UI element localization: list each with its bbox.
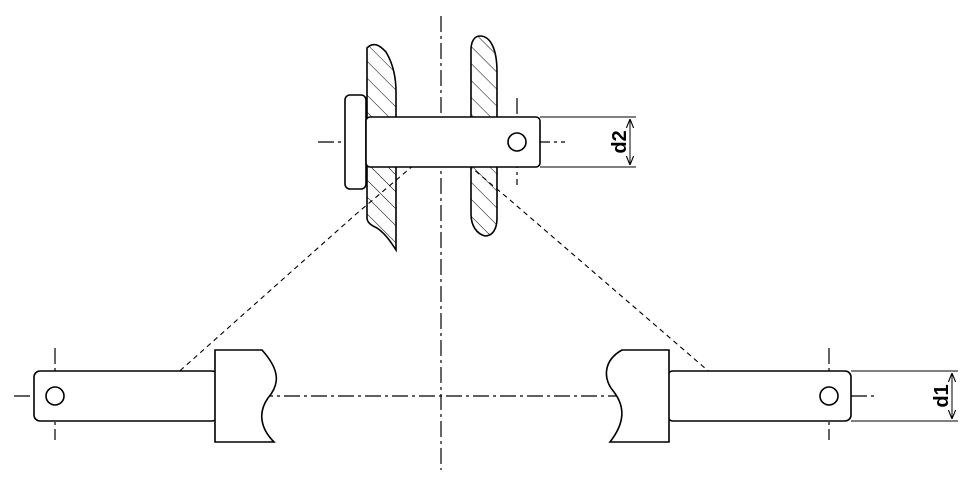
right-arm-hole (819, 386, 839, 406)
right-arm-rod (666, 370, 852, 422)
top-pin-head (344, 94, 367, 190)
d2-label: d2 (609, 130, 631, 153)
left-arm-hole (45, 386, 65, 406)
left-arm-rod (33, 370, 219, 422)
right-arm-clamp (605, 349, 670, 443)
dimension-d2: d2 (540, 116, 636, 168)
d1-label: d1 (931, 384, 953, 407)
top-pin-assembly (344, 94, 541, 190)
top-pin-hole (507, 132, 527, 152)
left-arm-clamp (214, 349, 278, 443)
dimension-d1: d1 (851, 370, 958, 422)
left-arm (33, 349, 278, 443)
top-pin-shaft (365, 116, 541, 168)
left-linkage-line (154, 141, 442, 394)
right-arm (605, 349, 852, 443)
